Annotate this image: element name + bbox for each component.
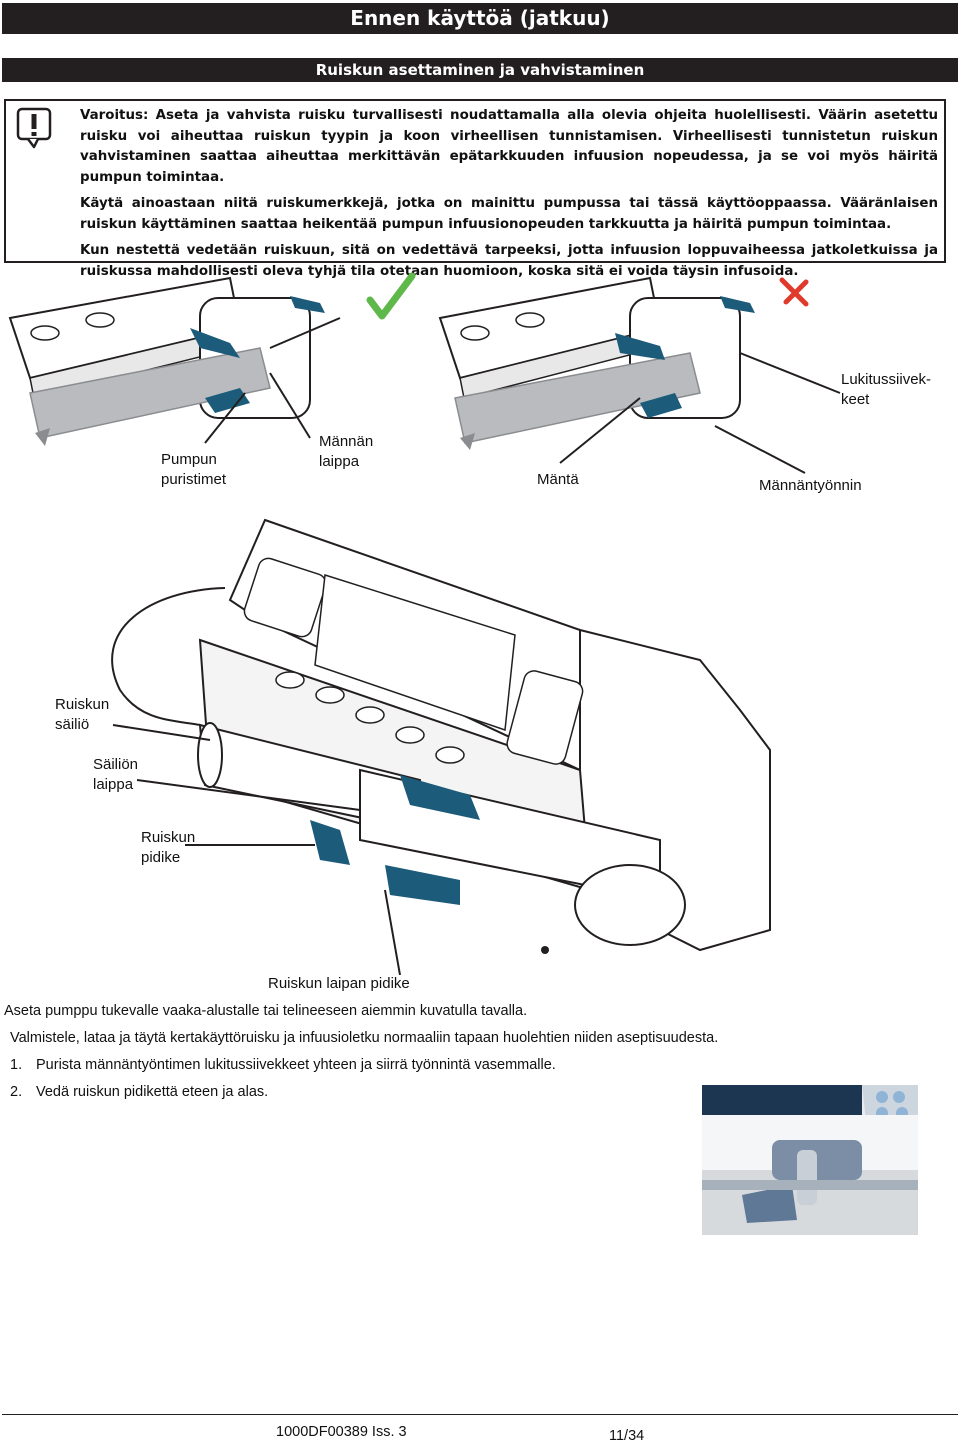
checkmark-icon — [366, 272, 416, 320]
syringe-pump-illustration — [111, 518, 771, 975]
step-number: 1. — [10, 1057, 23, 1073]
label-mannantyonnin: Männäntyönnin — [759, 477, 862, 494]
step-text: Purista männäntyöntimen lukitussiivekkee… — [36, 1057, 556, 1073]
label-sailion-laippa: Säiliön laippa — [93, 756, 139, 793]
step-number: 2. — [10, 1084, 23, 1100]
warning-exclamation-icon — [16, 107, 52, 149]
footer-divider — [2, 1414, 958, 1415]
label-pumpun-puristimet: Pumpun puristimet — [161, 451, 227, 488]
warning-paragraph: Kun nestettä vedetään ruiskuun, sitä on … — [80, 243, 938, 279]
warning-paragraph: Varoitus: Aseta ja vahvista ruisku turva… — [80, 108, 938, 185]
page-number: 11/34 — [609, 1428, 645, 1444]
warning-text: Varoitus: Aseta ja vahvista ruisku turva… — [80, 106, 938, 288]
incorrect-placement-illustration — [438, 276, 841, 474]
cross-icon — [779, 277, 809, 307]
instruction-intro: Valmistele, lataa ja täytä kertakäyttöru… — [10, 1030, 719, 1046]
label-ruiskun-laipan-pidike: Ruiskun laipan pidike — [268, 975, 410, 992]
label-ruiskun-pidike: Ruiskun pidike — [141, 829, 196, 866]
label-ruiskun-sailio: Ruiskun säiliö — [55, 696, 110, 733]
document-id: 1000DF00389 Iss. 3 — [276, 1424, 407, 1440]
label-lukitussiivekkeet: Lukitussiivek- keet — [841, 371, 932, 408]
warning-paragraph: Käytä ainoastaan niitä ruiskumerkkejä, j… — [80, 196, 938, 232]
label-mannan-laippa: Männän laippa — [319, 433, 374, 470]
label-manta: Mäntä — [537, 471, 579, 488]
page-title: Ennen käyttöä (jatkuu) — [2, 3, 958, 34]
instruction-intro: Aseta pumppu tukevalle vaaka-alustalle t… — [4, 1003, 528, 1019]
warning-box: Varoitus: Aseta ja vahvista ruisku turva… — [4, 99, 946, 279]
correct-placement-illustration — [8, 276, 341, 446]
step-text: Vedä ruiskun pidikettä eteen ja alas. — [36, 1084, 269, 1100]
syringe-placement-figure — [8, 272, 841, 474]
syringe-holder-photo — [702, 1085, 918, 1235]
section-heading: Ruiskun asettaminen ja vahvistaminen — [2, 58, 958, 82]
